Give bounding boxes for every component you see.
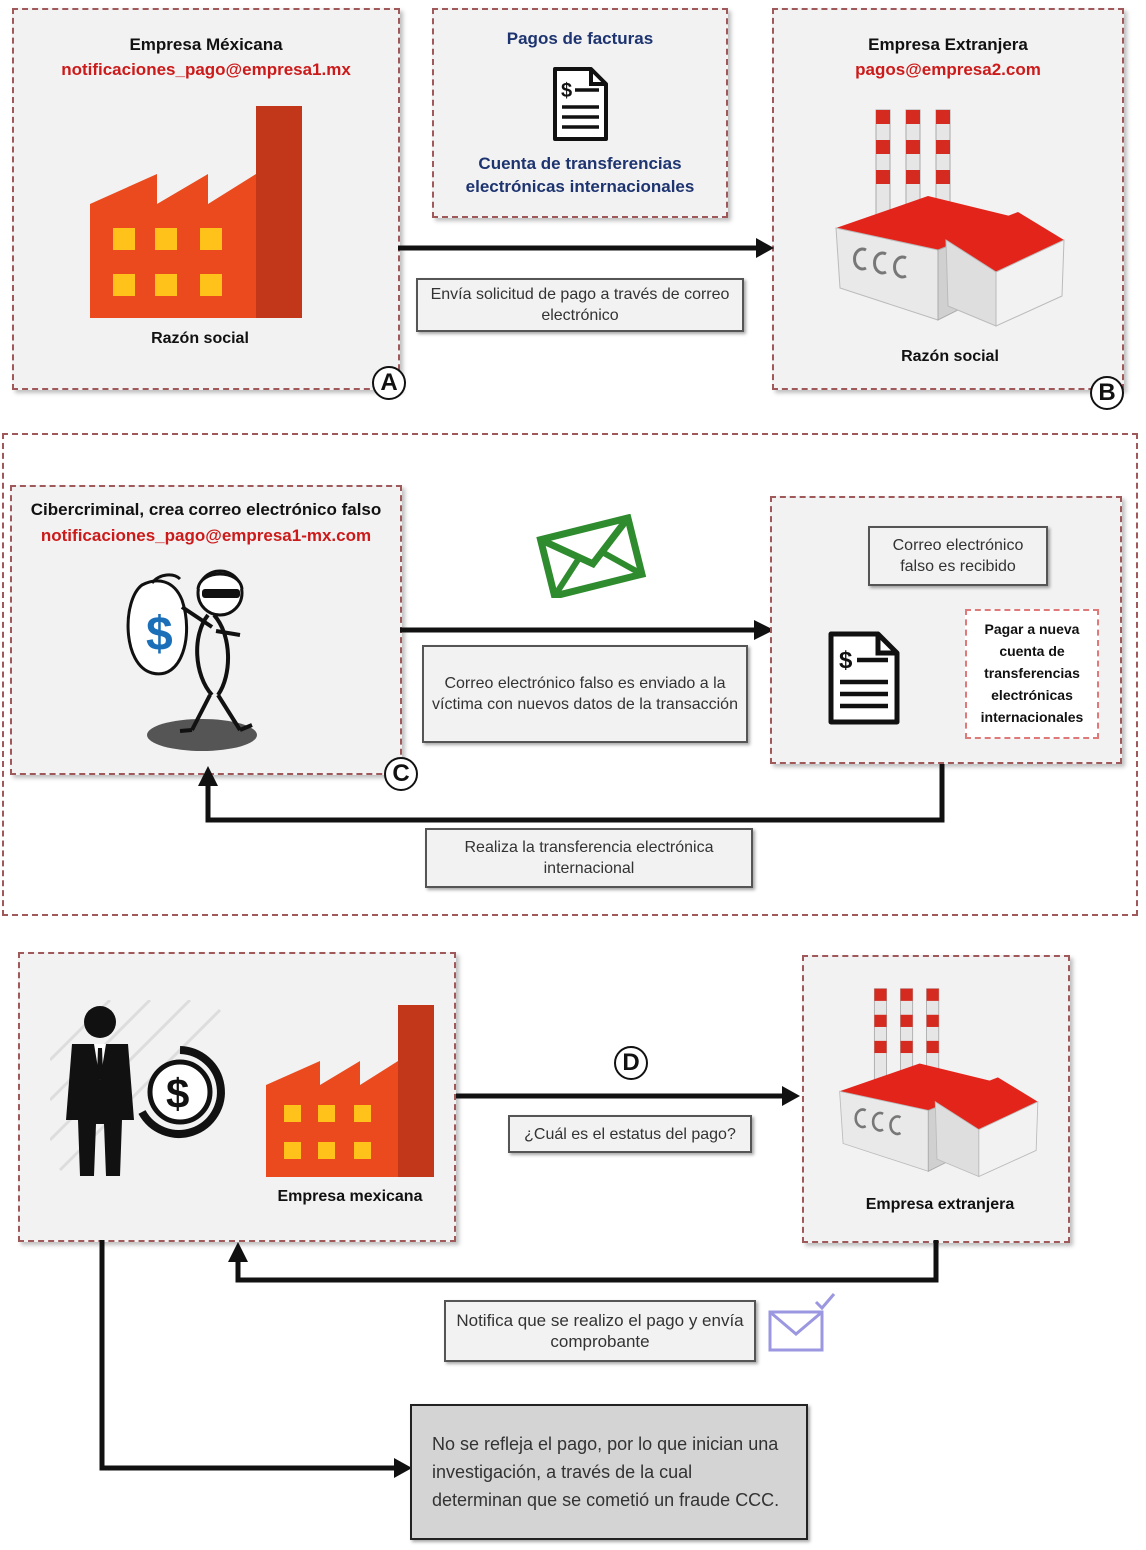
- marker-a: A: [372, 366, 406, 400]
- new-account-instruction: Pagar a nueva cuenta de transferencias e…: [980, 621, 1084, 725]
- company-b-email: pagos@empresa2.com: [855, 60, 1041, 79]
- conclusion-box: No se refleja el pago, por lo que inicia…: [410, 1404, 808, 1540]
- arrow-transfer-back: [198, 764, 945, 823]
- arrow-c-to-victim: [400, 620, 774, 640]
- invoice-account: Cuenta de transferencias electrónicas in…: [465, 154, 695, 196]
- company-b-caption: Razón social: [901, 348, 999, 365]
- question-label: ¿Cuál es el estatus del pago?: [508, 1115, 752, 1153]
- foreign-company-caption: Empresa extranjera: [865, 1196, 1015, 1213]
- factory-icon-2: [266, 1005, 434, 1177]
- transfer-label: Realiza la transferencia electrónica int…: [425, 828, 753, 888]
- arrow-investigation: [99, 1240, 412, 1478]
- marker-b: B: [1090, 376, 1124, 410]
- criminal-email: notificaciones_pago@empresa1-mx.com: [40, 526, 372, 545]
- factory-icon: [90, 106, 302, 318]
- thief-icon: $: [126, 569, 257, 751]
- envelope-check-icon: [768, 1293, 836, 1352]
- envelope-icon: [536, 514, 646, 598]
- notify-label: Notifica que se realizo el pago y envía …: [444, 1300, 756, 1362]
- dollar-coin-icon: $: [138, 1046, 225, 1138]
- mexican-company-caption: Empresa mexicana: [277, 1188, 423, 1205]
- svg-text:$: $: [839, 647, 853, 674]
- company-a-title: Empresa Méxicana: [129, 35, 283, 54]
- new-account-box: [965, 609, 1099, 739]
- industrial-plant-icon-2: [839, 988, 1039, 1178]
- svg-text:$: $: [561, 80, 572, 102]
- arrow-a-to-b: [398, 238, 774, 258]
- company-a-caption: Razón social: [151, 330, 249, 347]
- document-dollar-icon: $: [553, 67, 608, 141]
- fraud-region: [2, 433, 1138, 916]
- businessman-icon: [50, 1000, 222, 1176]
- fake-received-label: Correo electrónico falso es recibido: [868, 526, 1048, 586]
- svg-text:$: $: [166, 1070, 189, 1117]
- company-a-email: notificaciones_pago@empresa1.mx: [61, 60, 351, 79]
- industrial-plant-icon: [835, 109, 1065, 327]
- fake-email-label: Correo electrónico falso es enviado a la…: [422, 645, 748, 743]
- criminal-title: Cibercriminal, crea correo electrónico f…: [30, 500, 382, 519]
- request-label: Envía solicitud de pago a través de corr…: [416, 278, 744, 332]
- marker-c: C: [384, 757, 418, 791]
- company-b-title: Empresa Extranjera: [868, 35, 1028, 54]
- document-dollar-icon-2: $: [828, 631, 900, 725]
- marker-d: D: [614, 1046, 648, 1080]
- svg-text:$: $: [146, 608, 173, 661]
- arrow-notify-back: [228, 1240, 939, 1283]
- arrow-question: [456, 1086, 800, 1106]
- invoice-title: Pagos de facturas: [506, 29, 654, 48]
